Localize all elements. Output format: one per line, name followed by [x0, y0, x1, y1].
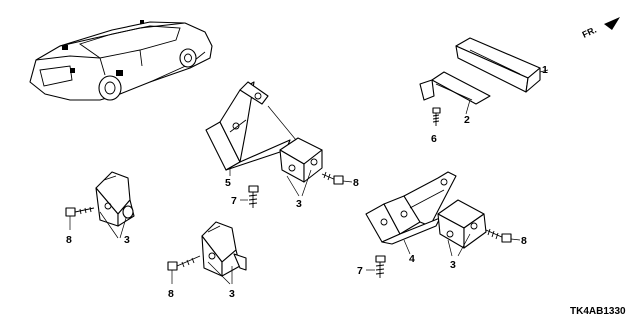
leader-line-4 [403, 239, 411, 255]
front-direction-arrow-icon: FR. [581, 17, 620, 40]
callout-8-center: 8 [353, 177, 359, 189]
leader-line-1 [539, 69, 549, 73]
leader-line-bracket-link [267, 105, 297, 141]
callout-2: 2 [464, 114, 470, 126]
callout-5: 5 [225, 177, 231, 189]
leader-line-3a-1 [286, 175, 300, 197]
leader-line-3a-2 [301, 169, 312, 197]
control-module-part-1 [455, 37, 541, 93]
sensor-unit-bottom-left [201, 221, 247, 277]
leader-line-3b-1 [99, 211, 119, 239]
callout-7-center: 7 [231, 195, 237, 207]
sensor-bracket-part-5 [205, 81, 291, 171]
sensor-bracket-part-4 [365, 171, 457, 245]
bolt-part-8-center [321, 171, 344, 185]
sensor-unit-left [95, 171, 135, 227]
diagram-code: TK4AB1330 [570, 306, 626, 317]
bolt-part-8-bottom-left [167, 255, 201, 271]
leader-line-8d [510, 238, 521, 241]
screw-part-6 [432, 107, 441, 126]
callout-3-center: 3 [296, 198, 302, 210]
sensor-unit-center [279, 137, 323, 183]
leader-line-3d-1 [447, 239, 453, 257]
callout-4: 4 [409, 253, 415, 265]
leader-line-8a [342, 180, 353, 183]
callout-8-right: 8 [521, 235, 527, 247]
callout-3-right: 3 [450, 259, 456, 271]
vehicle-locator-illustration [29, 20, 213, 101]
callout-1: 1 [542, 64, 548, 76]
leader-line-2 [465, 99, 471, 115]
module-bracket-part-2 [419, 71, 491, 105]
bolt-part-7-right [375, 255, 386, 278]
callout-8-bottom-left: 8 [168, 288, 174, 300]
callout-3-bottom-left: 3 [229, 288, 235, 300]
leader-line-3d-2 [457, 233, 471, 257]
leader-line-3c-1 [207, 261, 231, 285]
callout-3-left: 3 [124, 234, 130, 246]
bolt-part-7-center [248, 185, 259, 208]
callout-6: 6 [431, 133, 437, 145]
sensor-unit-right [437, 199, 487, 249]
callout-8-left: 8 [66, 234, 72, 246]
direction-label: FR. [581, 25, 598, 40]
callout-7-right: 7 [357, 265, 363, 277]
leader-line-3b-2 [119, 217, 127, 239]
bolt-part-8-right [485, 228, 512, 243]
bolt-part-8-left [65, 206, 95, 217]
